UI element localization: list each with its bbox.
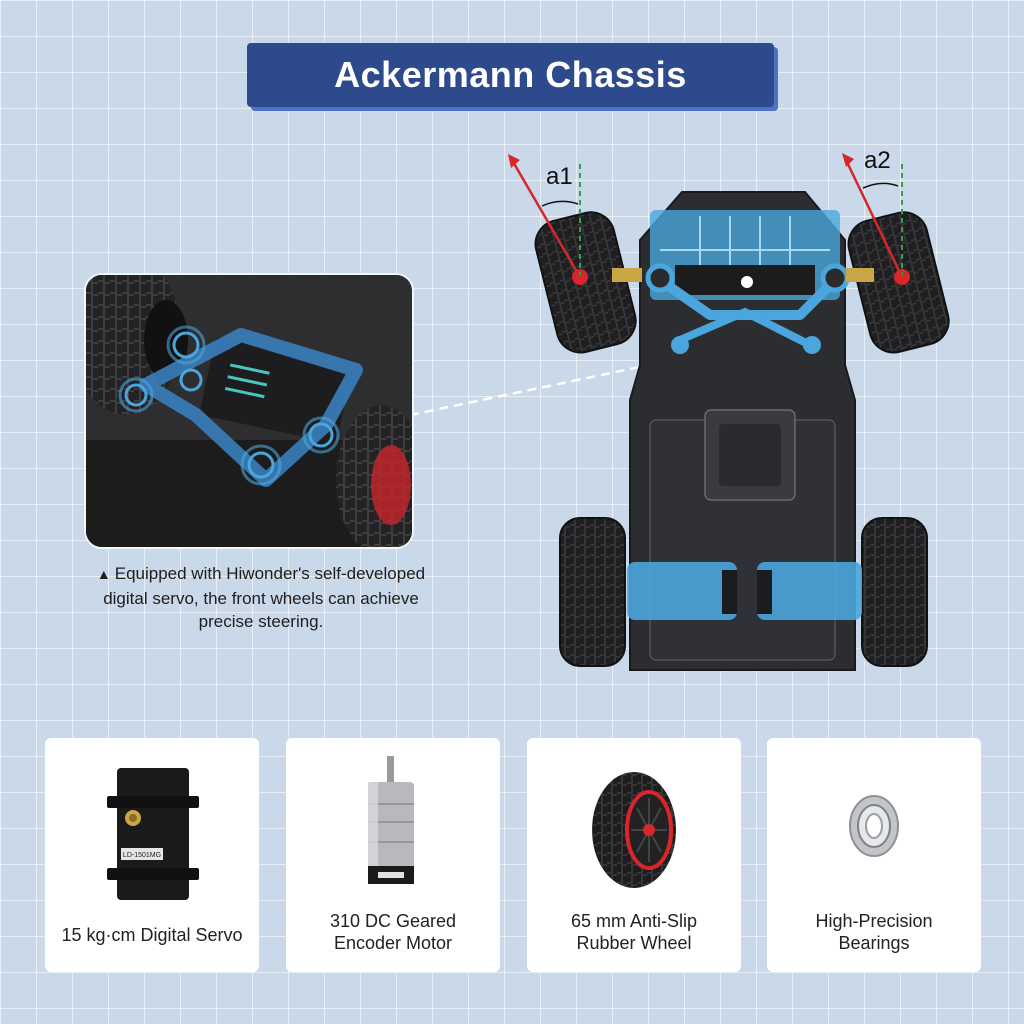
servo-closeup-panel xyxy=(84,273,414,549)
component-card-servo: LD-1501MG 15 kg·cm Digital Servo xyxy=(45,738,259,972)
wheel-icon xyxy=(592,772,676,888)
component-card-wheel: 65 mm Anti-Slip Rubber Wheel xyxy=(527,738,741,972)
chassis-illustration: a1 a2 xyxy=(508,147,950,671)
component-label: 310 DC Geared Encoder Motor xyxy=(286,910,500,954)
servo-marking: LD-1501MG xyxy=(123,852,161,859)
component-label: High-Precision Bearings xyxy=(767,910,981,954)
component-label: 65 mm Anti-Slip Rubber Wheel xyxy=(527,910,741,954)
component-label-line: Encoder Motor xyxy=(333,933,453,953)
servo-caption: ▲Equipped with Hiwonder's self-developed… xyxy=(96,562,426,634)
servo-icon: LD-1501MG xyxy=(107,768,199,900)
angle-label-a2: a2 xyxy=(864,147,891,174)
component-label-line: High-Precision xyxy=(815,911,933,931)
component-label: 15 kg·cm Digital Servo xyxy=(45,924,259,946)
caption-text: Equipped with Hiwonder's self-developed … xyxy=(103,564,426,631)
component-card-bearing: High-Precision Bearings xyxy=(767,738,981,972)
component-label-line: 65 mm Anti-Slip xyxy=(570,911,698,931)
servo-closeup-image xyxy=(86,275,412,547)
page-title: Ackermann Chassis xyxy=(334,54,687,95)
motor-icon xyxy=(368,756,414,884)
triangle-icon: ▲ xyxy=(96,566,111,582)
angle-label-a1: a1 xyxy=(546,163,573,190)
component-card-motor: 310 DC Geared Encoder Motor xyxy=(286,738,500,972)
component-label-line: Rubber Wheel xyxy=(576,933,692,953)
bearing-icon xyxy=(849,795,899,857)
component-label-line: 310 DC Geared xyxy=(329,911,457,931)
title-banner: Ackermann Chassis xyxy=(247,43,774,107)
component-label-line: Bearings xyxy=(838,933,910,953)
component-label-line: 15 kg·cm Digital Servo xyxy=(61,925,243,945)
